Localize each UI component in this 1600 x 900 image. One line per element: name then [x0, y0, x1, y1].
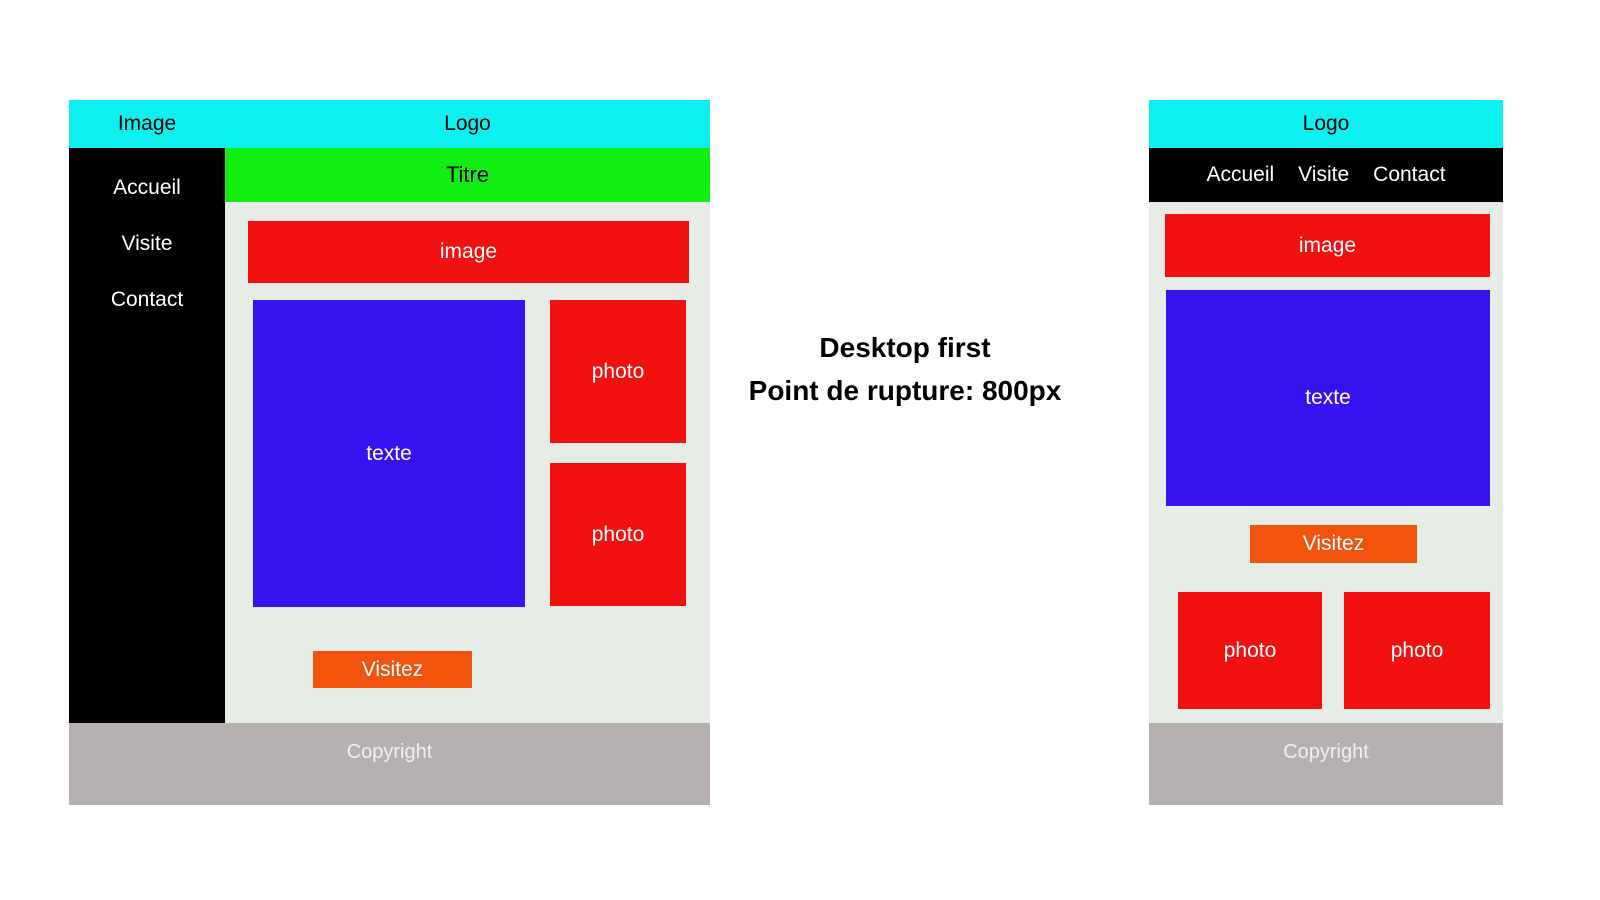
desktop-title-bar: Titre — [225, 148, 710, 202]
annotation-line-2: Point de rupture: 800px — [748, 375, 1062, 406]
breakpoint-annotation: Desktop first Point de rupture: 800px — [700, 326, 1110, 412]
desktop-wireframe: Image Logo Accueil Visite Contact Titre … — [69, 100, 710, 805]
desktop-sidebar: Accueil Visite Contact — [69, 148, 225, 723]
sidebar-item-accueil[interactable]: Accueil — [113, 176, 181, 199]
mobile-footer: Copyright — [1149, 723, 1503, 805]
visitez-button[interactable]: Visitez — [1250, 525, 1417, 563]
photo-block: photo — [1344, 592, 1490, 709]
photo-block: photo — [550, 463, 686, 606]
mobile-content: image texte Visitez photo photo — [1149, 202, 1503, 723]
sidebar-item-visite[interactable]: Visite — [121, 232, 173, 255]
mobile-nav: Accueil Visite Contact — [1149, 148, 1503, 202]
desktop-content: image texte photo photo Visitez — [225, 202, 710, 723]
nav-item-contact[interactable]: Contact — [1373, 163, 1446, 186]
annotation-line-1: Desktop first — [819, 332, 991, 363]
text-block: texte — [253, 300, 525, 607]
nav-item-visite[interactable]: Visite — [1298, 163, 1350, 186]
mobile-header-logo: Logo — [1149, 100, 1503, 148]
header-image-placeholder: Image — [117, 112, 177, 135]
sidebar-item-contact[interactable]: Contact — [110, 288, 184, 311]
text-block: texte — [1166, 290, 1490, 506]
photo-block: photo — [1178, 592, 1322, 709]
desktop-footer: Copyright — [69, 723, 710, 805]
nav-item-accueil[interactable]: Accueil — [1206, 163, 1275, 186]
desktop-header: Image Logo — [69, 100, 710, 148]
photo-block: photo — [550, 300, 686, 443]
image-banner: image — [1165, 214, 1490, 277]
image-banner: image — [248, 221, 689, 283]
mobile-wireframe: Logo Accueil Visite Contact image texte … — [1149, 100, 1503, 805]
logo-placeholder: Logo — [444, 112, 491, 135]
visitez-button[interactable]: Visitez — [313, 651, 472, 688]
